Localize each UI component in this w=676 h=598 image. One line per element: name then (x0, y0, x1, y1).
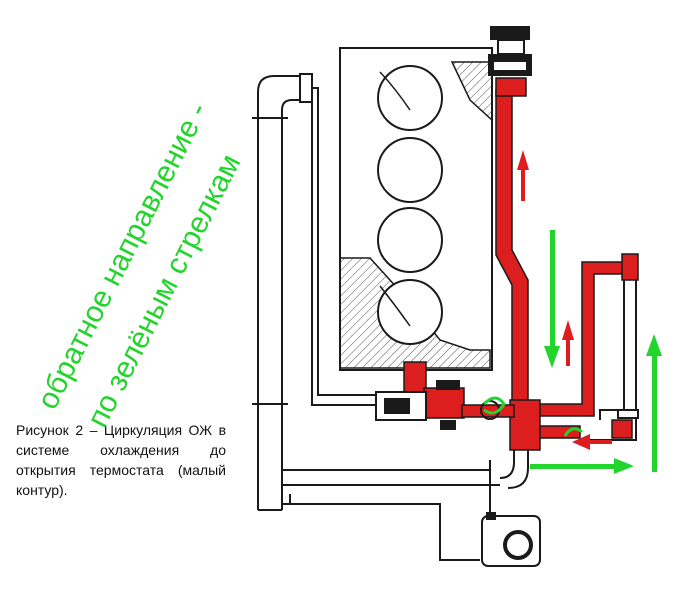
arrow-left-icon (572, 434, 612, 450)
coolant-flow-path (403, 77, 639, 451)
green-flow-arrows (482, 230, 662, 474)
circular-arrow-icon (482, 396, 506, 415)
thermostat-top-fitting (488, 26, 532, 76)
cylinder-1 (377, 65, 443, 131)
arrow-up-icon (517, 150, 529, 201)
arrow-up-icon (562, 320, 574, 366)
left-return-pipe (252, 73, 500, 561)
thermostat-valve (375, 380, 500, 430)
circular-arrow-icon (563, 427, 583, 437)
cylinder-3 (377, 207, 443, 273)
arrow-up-icon (646, 334, 662, 472)
arrow-right-icon (530, 458, 634, 474)
cylinder-2 (377, 137, 443, 203)
arrow-down-icon (544, 230, 560, 368)
figure-caption: Рисунок 2 – Циркуляция ОЖ в системе охла… (16, 422, 226, 498)
red-flow-arrows (517, 150, 612, 450)
expansion-tank (481, 460, 541, 567)
cylinder-4 (377, 279, 443, 345)
engine-block (339, 47, 493, 371)
